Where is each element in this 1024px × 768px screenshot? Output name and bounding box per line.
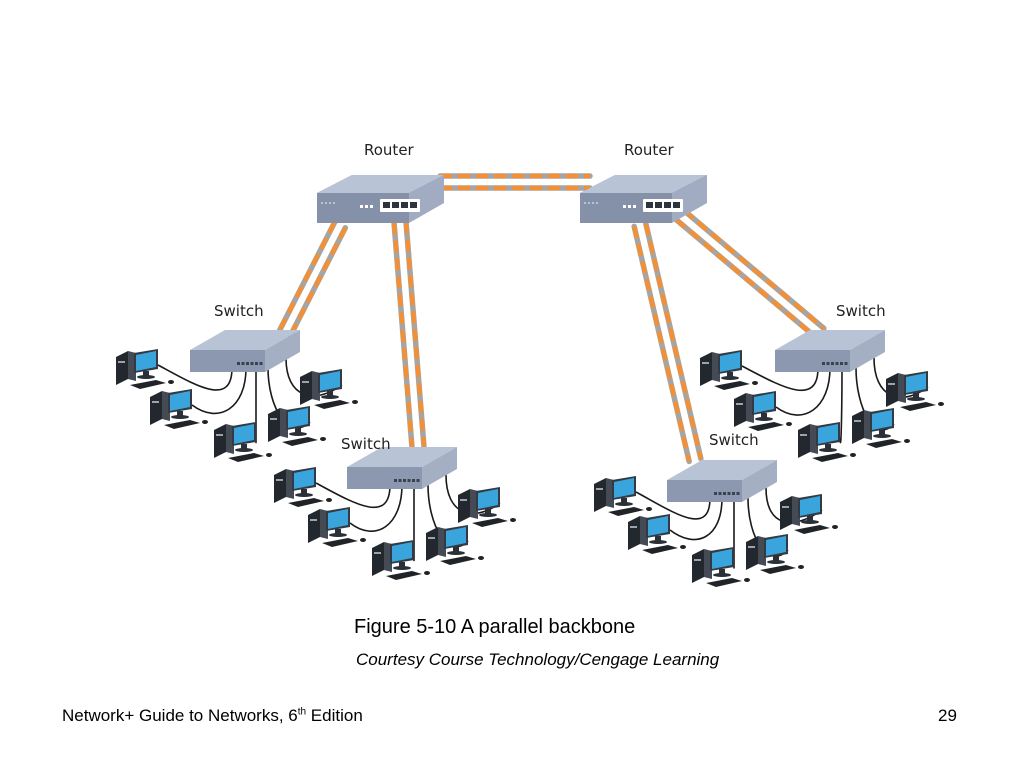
switch-2-cable-2 <box>349 484 403 533</box>
link-router-left-switch-2 <box>391 218 427 451</box>
switch-2-workstation-2 <box>308 507 366 547</box>
footer-title-text: Network+ Guide to Networks, 6 <box>62 706 298 725</box>
switch-3-workstation-3 <box>692 547 750 587</box>
switch-2-workstation-5 <box>458 487 516 527</box>
switch-3-icon <box>667 460 777 502</box>
switch-3-workstation-2 <box>628 514 686 554</box>
switch-3-cable-2 <box>669 497 723 541</box>
switch-3-cable-1 <box>635 491 711 520</box>
switch-1-label: Switch <box>214 302 264 320</box>
switch-1-workstation-5 <box>300 369 358 409</box>
switch-1-cable-2 <box>191 367 247 415</box>
switch-1-workstation-3 <box>214 422 272 462</box>
switch-4-workstation-4 <box>852 408 910 448</box>
switch-1-cable-1 <box>157 364 233 391</box>
switch-3-label: Switch <box>709 431 759 449</box>
switch-4-workstation-5 <box>886 371 944 411</box>
switch-2-workstation-3 <box>372 540 430 580</box>
link-router-right-switch-4 <box>673 207 827 341</box>
link-router-router <box>437 173 593 191</box>
switch-3-workstation-5 <box>780 494 838 534</box>
switch-2-workstation-1 <box>274 467 332 507</box>
switch-4-cable-1 <box>741 365 819 392</box>
switch-4-workstation-2 <box>734 391 792 431</box>
switch-1-workstation-4 <box>268 406 326 446</box>
footer-book-title: Network+ Guide to Networks, 6th Edition <box>62 706 363 726</box>
switch-4-cable-3 <box>839 367 843 444</box>
parallel-backbone-diagram: Router Router Switch Switch Switch Switc… <box>116 141 944 587</box>
router-right-icon <box>580 175 707 223</box>
switch-3-workstation-4 <box>746 534 804 574</box>
switch-2-label: Switch <box>341 435 391 453</box>
switch-4-workstation-3 <box>798 422 856 462</box>
router-right-label: Router <box>624 141 675 159</box>
footer-ordinal: th <box>297 706 307 718</box>
devices-layer <box>116 175 944 587</box>
switch-1-workstation-1 <box>116 349 174 389</box>
switch-4-workstation-1 <box>700 350 758 390</box>
switch-1-workstation-2 <box>150 389 208 429</box>
page-number: 29 <box>938 706 957 725</box>
switch-1-icon <box>190 330 300 372</box>
switch-4-label: Switch <box>836 302 886 320</box>
switch-4-cable-2 <box>775 367 831 416</box>
link-router-left-switch-1 <box>276 219 349 339</box>
switch-3-workstation-1 <box>594 476 652 516</box>
cables-layer <box>157 357 929 569</box>
switch-2-cable-1 <box>315 482 391 509</box>
footer-edition: Edition <box>306 706 363 725</box>
router-left-label: Router <box>364 141 415 159</box>
links-layer <box>276 173 827 465</box>
switch-2-workstation-4 <box>426 525 484 565</box>
figure-caption: Figure 5-10 A parallel backbone <box>354 616 636 638</box>
figure-credit: Courtesy Course Technology/Cengage Learn… <box>356 650 720 669</box>
link-router-right-switch-3 <box>631 220 704 465</box>
switch-4-icon <box>775 330 885 372</box>
switch-2-icon <box>347 447 457 489</box>
router-left-icon <box>317 175 444 223</box>
